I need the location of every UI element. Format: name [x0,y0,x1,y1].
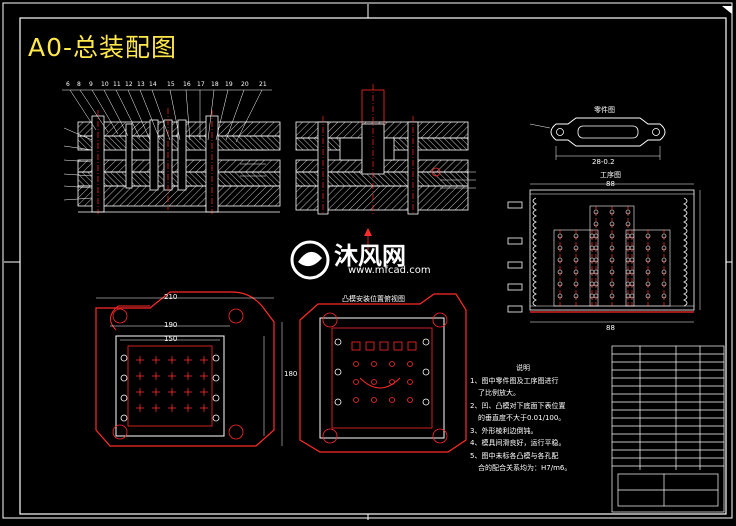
note-line: 合的配合关系均为：H7/m6。 [478,464,572,472]
callout-number: 16 [183,81,191,88]
note-line: 5、图中未标各凸模与各孔配 [470,451,559,460]
watermark-url: www.mfcad.com [348,265,431,276]
dim-plate-side: 180 [284,370,298,378]
callout-number: 8 [77,81,81,88]
punch-layout-title: 凸模安装位置俯视图 [342,295,405,303]
callout-number: 10 [101,81,109,88]
dim-part-width: 28-0.2 [592,158,615,166]
process-view-title: 工序图 [600,171,621,179]
dim-process-width: 88 [606,180,615,188]
technical-notes: 说明 1、图中零件图及工序图进行 了比例放大。 2、凹、凸模对下底面下表位置 的… [470,362,571,475]
dim-process-bottom: 88 [606,324,615,332]
note-line: 2、凹、凸模对下底面下表位置 [470,401,566,410]
callout-number: 6 [66,81,70,88]
plate-top-view-left [95,291,283,447]
watermark-logo-icon [290,240,330,280]
callout-number: 11 [113,81,121,88]
process-drawing [507,183,701,323]
main-section-view [62,89,281,214]
part-view-title: 零件图 [594,106,615,114]
note-line: 1、图中零件图及工序图进行 [470,376,559,385]
dim-plate-width: 210 [164,293,178,301]
callout-number: 15 [167,81,175,88]
title-block [611,345,725,513]
punch-layout-view [299,293,467,453]
callout-number: 19 [225,81,233,88]
callout-number: 18 [211,81,219,88]
callout-number: 13 [137,81,145,88]
corner-arrow [722,6,732,14]
callout-number: 9 [89,81,93,88]
note-line: 3、外形棱利边倒钝。 [470,426,538,435]
callout-number: 12 [125,81,133,88]
dim-plate-inner: 190 [164,321,178,329]
note-line: 了比例放大。 [478,389,520,397]
note-line: 的垂直度不大于0.01/100。 [478,414,566,422]
side-section-view [295,84,476,215]
note-line: 4、模具间滑良好，运行平稳。 [470,439,566,447]
dim-plate-inner2: 150 [164,335,178,343]
callout-number: 21 [259,81,267,88]
inner-border [19,17,727,515]
drawing-title: A0-总装配图 [28,33,178,62]
watermark-brand: 沐风网 [334,242,406,270]
callout-number: 14 [149,81,157,88]
callout-number: 17 [197,81,205,88]
callout-number: 20 [241,81,249,88]
part-drawing [529,117,666,160]
notes-heading: 说明 [516,364,530,372]
